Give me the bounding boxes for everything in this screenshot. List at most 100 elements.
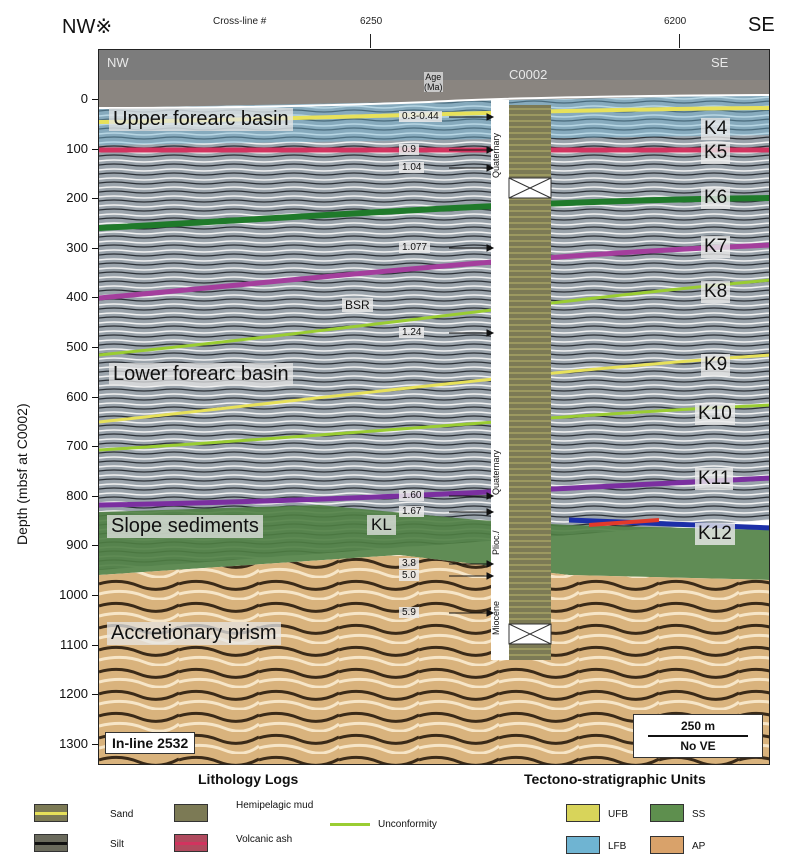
horizon-k8 bbox=[99, 278, 769, 357]
unconformity-swatch bbox=[330, 823, 370, 826]
pliocene-label: Plioc./ bbox=[491, 530, 501, 555]
log-stripe bbox=[509, 246, 551, 248]
quaternary-label: Quaternary bbox=[491, 450, 501, 495]
age-label: 5.9 bbox=[399, 607, 419, 618]
lower-forearc-basin-label: Lower forearc basin bbox=[109, 363, 293, 386]
log-stripe bbox=[509, 222, 551, 224]
log-stripe bbox=[509, 330, 551, 332]
log-stripe bbox=[509, 270, 551, 272]
log-stripe bbox=[509, 408, 551, 410]
age-label: 0.9 bbox=[399, 144, 419, 155]
bsr-label: BSR bbox=[342, 298, 373, 312]
log-stripe bbox=[509, 240, 551, 242]
log-stripe bbox=[509, 216, 551, 218]
log-stripe bbox=[509, 558, 551, 560]
nw-direction-label: NW※ bbox=[62, 16, 113, 38]
quaternary-label: Quaternary bbox=[491, 133, 501, 178]
depth-tick-mark bbox=[92, 545, 98, 547]
silt-legend-label: Silt bbox=[110, 839, 124, 850]
log-stripe bbox=[509, 138, 551, 140]
log-stripe bbox=[509, 156, 551, 158]
hemipelagic-swatch bbox=[174, 804, 208, 822]
log-stripe bbox=[509, 510, 551, 512]
log-stripe bbox=[509, 552, 551, 554]
log-stripe bbox=[509, 582, 551, 584]
log-stripe bbox=[509, 162, 551, 164]
horizon-k10 bbox=[99, 403, 769, 452]
log-stripe bbox=[509, 282, 551, 284]
header-se-label: SE bbox=[711, 55, 729, 70]
log-stripe bbox=[509, 474, 551, 476]
horizon-k12 bbox=[568, 517, 769, 531]
log-stripe bbox=[509, 546, 551, 548]
header-site-label: C0002 bbox=[509, 67, 548, 82]
unconformity-legend-label: Unconformity bbox=[378, 819, 437, 830]
upper-forearc-basin-label: Upper forearc basin bbox=[109, 108, 293, 131]
log-stripe bbox=[509, 252, 551, 254]
depth-tick-label: 700 bbox=[66, 438, 88, 454]
log-stripe bbox=[509, 132, 551, 134]
log-stripe bbox=[509, 486, 551, 488]
log-stripe bbox=[509, 462, 551, 464]
silt-swatch bbox=[34, 834, 68, 852]
depth-tick-mark bbox=[92, 595, 98, 596]
log-stripe bbox=[509, 576, 551, 578]
ufb-legend-label: UFB bbox=[608, 809, 628, 820]
depth-tick-mark bbox=[92, 694, 98, 696]
slope-sediments-unit bbox=[99, 505, 769, 580]
crossline-tick-mark bbox=[679, 34, 680, 48]
depth-tick-label: 1200 bbox=[59, 686, 88, 702]
crossline-label: Cross-line # bbox=[213, 16, 267, 27]
ss-legend-label: SS bbox=[692, 809, 706, 820]
log-stripe bbox=[509, 468, 551, 470]
log-stripe bbox=[509, 126, 551, 128]
unit-k4-label: K4 bbox=[701, 118, 731, 140]
log-stripe bbox=[509, 114, 551, 116]
age-label: 3.8 bbox=[399, 558, 419, 569]
log-stripe bbox=[509, 606, 551, 608]
log-stripe bbox=[509, 174, 551, 176]
hemipelagic-legend-label: Hemipelagic mud bbox=[236, 800, 314, 811]
depth-tick-mark bbox=[92, 446, 98, 448]
log-stripe bbox=[509, 318, 551, 320]
lfb-legend-label: LFB bbox=[608, 841, 627, 852]
log-stripe bbox=[509, 540, 551, 542]
age-label: 1.04 bbox=[399, 162, 425, 173]
horizon-k6 bbox=[99, 195, 769, 231]
volcanic-swatch bbox=[174, 834, 208, 852]
depth-tick-mark bbox=[92, 644, 98, 646]
depth-tick-label: 0 bbox=[80, 91, 88, 106]
seismic-section-image bbox=[99, 50, 769, 764]
unit-k7-label: K7 bbox=[701, 236, 731, 258]
horizon-k5 bbox=[99, 147, 769, 154]
unit-k5-label: K5 bbox=[701, 142, 731, 164]
depth-tick-label: 800 bbox=[66, 487, 88, 503]
horizon-k7 bbox=[99, 242, 769, 301]
log-stripe bbox=[509, 372, 551, 374]
log-stripe bbox=[509, 534, 551, 536]
depth-axis-label: Depth (mbsf at C0002) bbox=[14, 403, 30, 545]
depth-tick-label: 500 bbox=[66, 339, 88, 354]
age-label: 1.077 bbox=[399, 242, 431, 253]
depth-tick-mark bbox=[92, 99, 98, 100]
log-stripe bbox=[509, 150, 551, 152]
log-stripe bbox=[509, 450, 551, 452]
scale-line bbox=[648, 735, 748, 737]
crossline-tick-mark bbox=[370, 34, 371, 48]
unit-k10-label: K10 bbox=[695, 403, 735, 425]
sand-legend-label: Sand bbox=[110, 809, 134, 820]
depth-tick-label: 1300 bbox=[59, 735, 88, 751]
log-stripe bbox=[509, 204, 551, 206]
slope-sediments-label: Slope sediments bbox=[107, 515, 263, 538]
log-stripe bbox=[509, 348, 551, 350]
unit-k9-label: K9 bbox=[701, 354, 731, 376]
accretionary-prism-unit bbox=[99, 555, 769, 764]
log-stripe bbox=[509, 300, 551, 302]
lithology-legend-title: Lithology Logs bbox=[198, 771, 299, 787]
log-stripe bbox=[509, 528, 551, 530]
log-stripe bbox=[509, 354, 551, 356]
log-stripe bbox=[509, 198, 551, 200]
crossline-tick-6200: 6200 bbox=[664, 16, 687, 27]
log-stripe bbox=[509, 264, 551, 266]
age-label: 1.24 bbox=[399, 327, 425, 338]
